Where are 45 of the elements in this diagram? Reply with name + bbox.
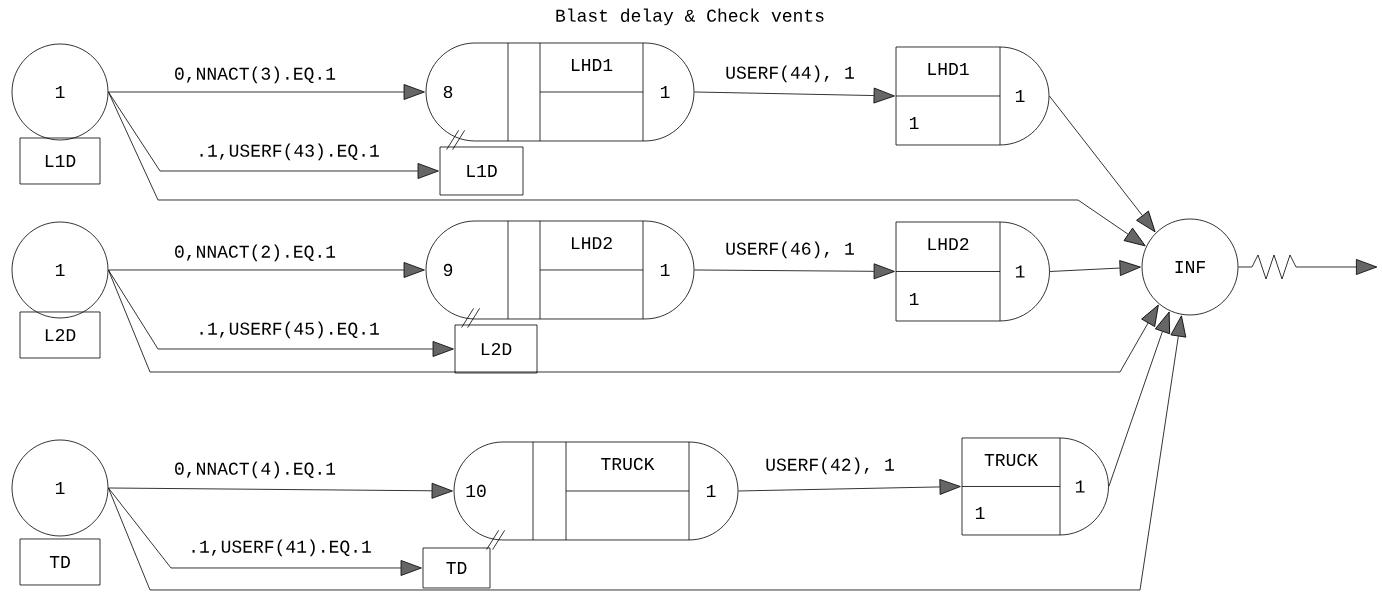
arrow — [108, 315, 1187, 591]
edge-label: USERF(46), 1 — [724, 240, 856, 260]
arrow — [738, 479, 961, 495]
queue-box: L2D — [454, 324, 538, 374]
batch-node: TRUCK 1 1 — [961, 437, 1109, 536]
arrow — [694, 87, 895, 104]
arrow — [108, 482, 453, 499]
arrow — [108, 269, 1159, 373]
label-box: L1D — [19, 137, 101, 185]
arrow — [108, 91, 439, 179]
create-node: 1 — [11, 221, 109, 319]
create-node: 1 — [11, 439, 109, 537]
batch-node: LHD2 1 1 — [895, 221, 1050, 322]
arrow — [108, 269, 454, 357]
connector-mark — [461, 308, 480, 328]
arrow — [1108, 311, 1170, 487]
batch-node: LHD1 1 1 — [895, 46, 1050, 146]
edge-label: 0,NNACT(3).EQ.1 — [173, 65, 337, 85]
edge-label: .1,USERF(43).EQ.1 — [195, 142, 381, 162]
edge-label: USERF(44), 1 — [724, 64, 856, 84]
arrow — [694, 263, 895, 280]
arrow — [108, 487, 422, 576]
label-box: L2D — [19, 311, 101, 359]
connector-mark — [446, 130, 465, 150]
queue-box: TD — [422, 547, 491, 589]
edge-label: 0,NNACT(2).EQ.1 — [173, 243, 337, 263]
arrow — [108, 91, 1146, 247]
label-box: TD — [19, 538, 101, 586]
edge-label: .1,USERF(45).EQ.1 — [195, 320, 381, 340]
arrow — [108, 262, 425, 278]
activity-node: 8 LHD1 1 — [425, 42, 695, 142]
edge-label: 0,NNACT(4).EQ.1 — [173, 460, 337, 480]
connector-mark — [486, 530, 505, 550]
create-node: 1 — [11, 43, 109, 141]
arrow — [1049, 95, 1156, 233]
terminal-node: INF — [1141, 218, 1239, 316]
edge-label: USERF(42), 1 — [764, 456, 896, 476]
queue-box: L1D — [439, 146, 524, 196]
activity-node: 10 TRUCK 1 — [453, 441, 739, 541]
edge-label: .1,USERF(41).EQ.1 — [187, 538, 373, 558]
arrow — [1049, 260, 1141, 276]
arrow — [108, 84, 425, 100]
activity-node: 9 LHD2 1 — [425, 220, 695, 320]
title: Blast delay & Check vents — [556, 8, 824, 26]
arrow — [1238, 254, 1378, 280]
